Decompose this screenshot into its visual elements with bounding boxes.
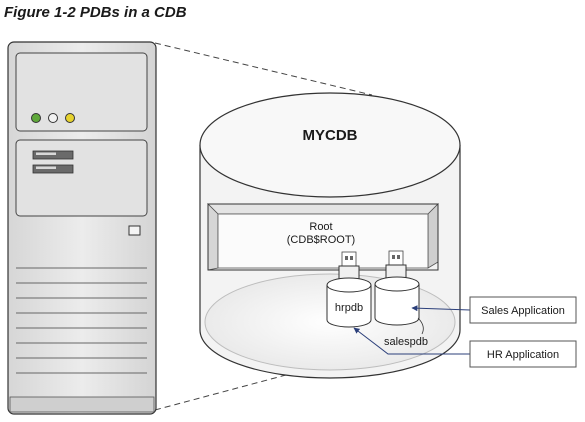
- green-led-icon: [31, 113, 41, 123]
- power-button-icon: [128, 225, 141, 236]
- root-sublabel: (CDB$ROOT): [287, 234, 355, 246]
- salespdb-cylinder: [374, 276, 420, 326]
- hr-application-label: HR Application: [487, 349, 559, 361]
- cdb-name: MYCDB: [303, 127, 358, 144]
- pdb-label-hrpdb: hrpdb: [335, 302, 363, 314]
- sales-app-arrow: [411, 305, 471, 312]
- server-tower: [7, 41, 157, 415]
- salespdb-leader-line: [417, 317, 424, 335]
- hr-application-box: [469, 340, 577, 368]
- pdb-label-salespdb: salespdb: [384, 336, 428, 348]
- figure-title: Figure 1-2 PDBs in a CDB: [4, 4, 187, 21]
- sales-application-label: Sales Application: [481, 305, 565, 317]
- yellow-led-icon: [65, 113, 75, 123]
- hrpdb-cylinder: [326, 277, 372, 328]
- root-label: Root: [309, 221, 332, 233]
- hr-app-arrow: [353, 327, 470, 355]
- zoom-line-top: [154, 42, 373, 96]
- zoom-line-bottom: [154, 351, 373, 411]
- sales-application-box: [469, 296, 577, 324]
- white-led-icon: [48, 113, 58, 123]
